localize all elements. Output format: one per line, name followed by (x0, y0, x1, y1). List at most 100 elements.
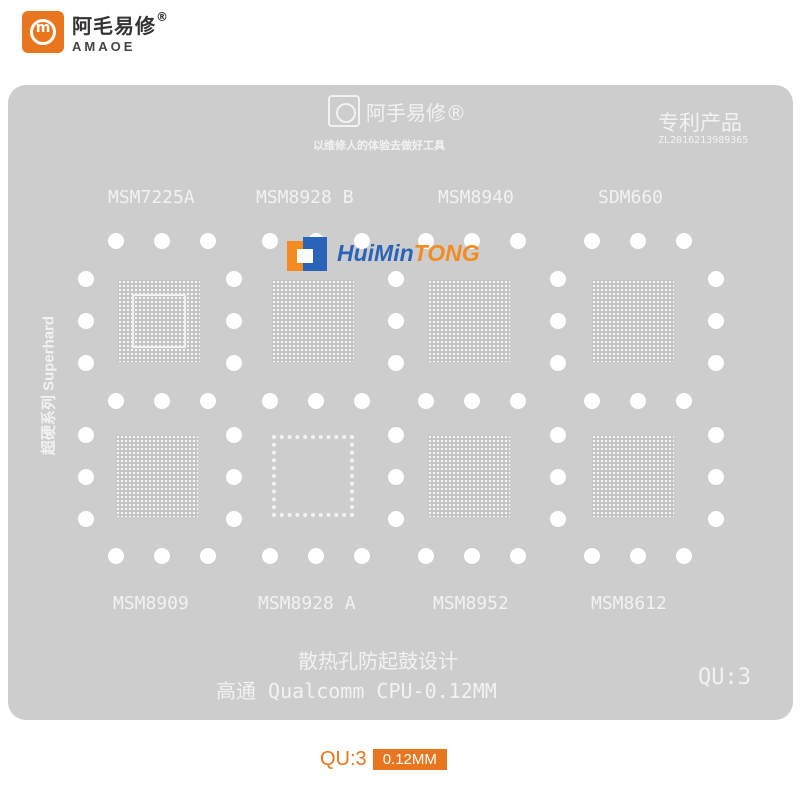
plate-slogan: 以维修人的体验去做好工具 (313, 139, 445, 152)
chip-pad-msm8612 (592, 435, 674, 517)
heat-hole (676, 548, 692, 564)
plate-spec: 高通 Qualcomm CPU-0.12MM (216, 679, 497, 703)
chip-pad-msm8952 (428, 435, 510, 517)
chip-label: SDM660 (598, 187, 664, 208)
heat-hole (708, 511, 724, 527)
heat-hole (354, 393, 370, 409)
chip-pad-msm8940 (428, 280, 510, 362)
heat-hole (226, 313, 242, 329)
watermark: HuiMinTONG (285, 233, 480, 273)
brand-name-cn: 阿毛易修® (72, 10, 169, 38)
chip-pad-msm8928b (272, 280, 354, 362)
heat-hole (262, 233, 278, 249)
heat-hole (354, 548, 370, 564)
chip-label: MSM8612 (591, 593, 667, 614)
heat-hole (388, 469, 404, 485)
heat-hole (388, 355, 404, 371)
brand-logo-icon: m (22, 11, 64, 53)
heat-hole (200, 393, 216, 409)
heat-hole (200, 233, 216, 249)
footer-model: QU:3 (320, 748, 367, 770)
chip-label: MSM8940 (438, 187, 514, 208)
plate-logo: 阿手易修® (328, 95, 466, 127)
heat-hole (308, 548, 324, 564)
heat-hole (388, 313, 404, 329)
chip-pad-msm8909 (116, 435, 198, 517)
heat-hole (200, 548, 216, 564)
heat-hole (510, 548, 526, 564)
heat-hole (388, 427, 404, 443)
heat-hole (388, 511, 404, 527)
heat-hole (584, 548, 600, 564)
plate-patent: 专利产品 (658, 111, 742, 135)
heat-hole (154, 393, 170, 409)
heat-hole (510, 233, 526, 249)
heat-hole (630, 548, 646, 564)
plate-note: 散热孔防起鼓设计 (298, 649, 458, 673)
footer-caption: QU:3 0.12MM (320, 748, 447, 771)
heat-hole (676, 393, 692, 409)
heat-hole (550, 313, 566, 329)
heat-hole (154, 233, 170, 249)
heat-hole (226, 271, 242, 287)
heat-hole (464, 548, 480, 564)
heat-hole (78, 271, 94, 287)
chip-label: MSM8928 B (256, 187, 354, 208)
heat-hole (550, 271, 566, 287)
heat-hole (708, 271, 724, 287)
heat-hole (154, 548, 170, 564)
heat-hole (262, 548, 278, 564)
watermark-text-b: TONG (413, 239, 480, 266)
thickness-badge: 0.12MM (372, 749, 447, 770)
heat-hole (550, 355, 566, 371)
heat-hole (388, 271, 404, 287)
heat-hole (708, 313, 724, 329)
heat-hole (262, 393, 278, 409)
heat-hole (226, 511, 242, 527)
heat-hole (78, 469, 94, 485)
heat-hole (226, 469, 242, 485)
heat-hole (418, 548, 434, 564)
heat-hole (550, 469, 566, 485)
plate-logo-icon (328, 95, 360, 127)
heat-hole (510, 393, 526, 409)
heat-hole (226, 427, 242, 443)
plate-model: QU:3 (698, 665, 751, 690)
plate-patent-number: ZL2016213989365 (658, 135, 749, 146)
heat-hole (226, 355, 242, 371)
heat-hole (708, 427, 724, 443)
heat-hole (308, 393, 324, 409)
watermark-logo-icon (285, 233, 331, 273)
watermark-text-a: HuiMin (337, 239, 414, 266)
heat-hole (464, 233, 480, 249)
heat-hole (550, 511, 566, 527)
heat-hole (708, 469, 724, 485)
heat-hole (584, 393, 600, 409)
chip-label: MSM8928 A (258, 593, 356, 614)
heat-hole (108, 393, 124, 409)
chip-label: MSM7225A (108, 187, 195, 208)
brand-name-en: AMAOE (72, 39, 136, 54)
heat-hole (676, 233, 692, 249)
heat-hole (108, 233, 124, 249)
chip-label: MSM8952 (433, 593, 509, 614)
chip-pad-sdm660 (592, 280, 674, 362)
heat-hole (708, 355, 724, 371)
heat-hole (418, 233, 434, 249)
heat-hole (78, 427, 94, 443)
heat-hole (584, 233, 600, 249)
plate-logo-text: 阿手易修® (366, 100, 466, 125)
plate-series-label: 超硬系列 Superhard (40, 315, 58, 456)
brand-header: m 阿毛易修® AMAOE (22, 10, 169, 54)
heat-hole (630, 393, 646, 409)
chip-label: MSM8909 (113, 593, 189, 614)
heat-hole (550, 427, 566, 443)
heat-hole (108, 548, 124, 564)
stencil-plate: 阿手易修® 以维修人的体验去做好工具 专利产品 ZL2016213989365 … (8, 85, 793, 720)
heat-hole (418, 393, 434, 409)
chip-pad-msm7225a (118, 280, 200, 362)
heat-hole (354, 233, 370, 249)
heat-hole (630, 233, 646, 249)
heat-hole (78, 313, 94, 329)
chip-pad-msm8928a (272, 435, 354, 517)
